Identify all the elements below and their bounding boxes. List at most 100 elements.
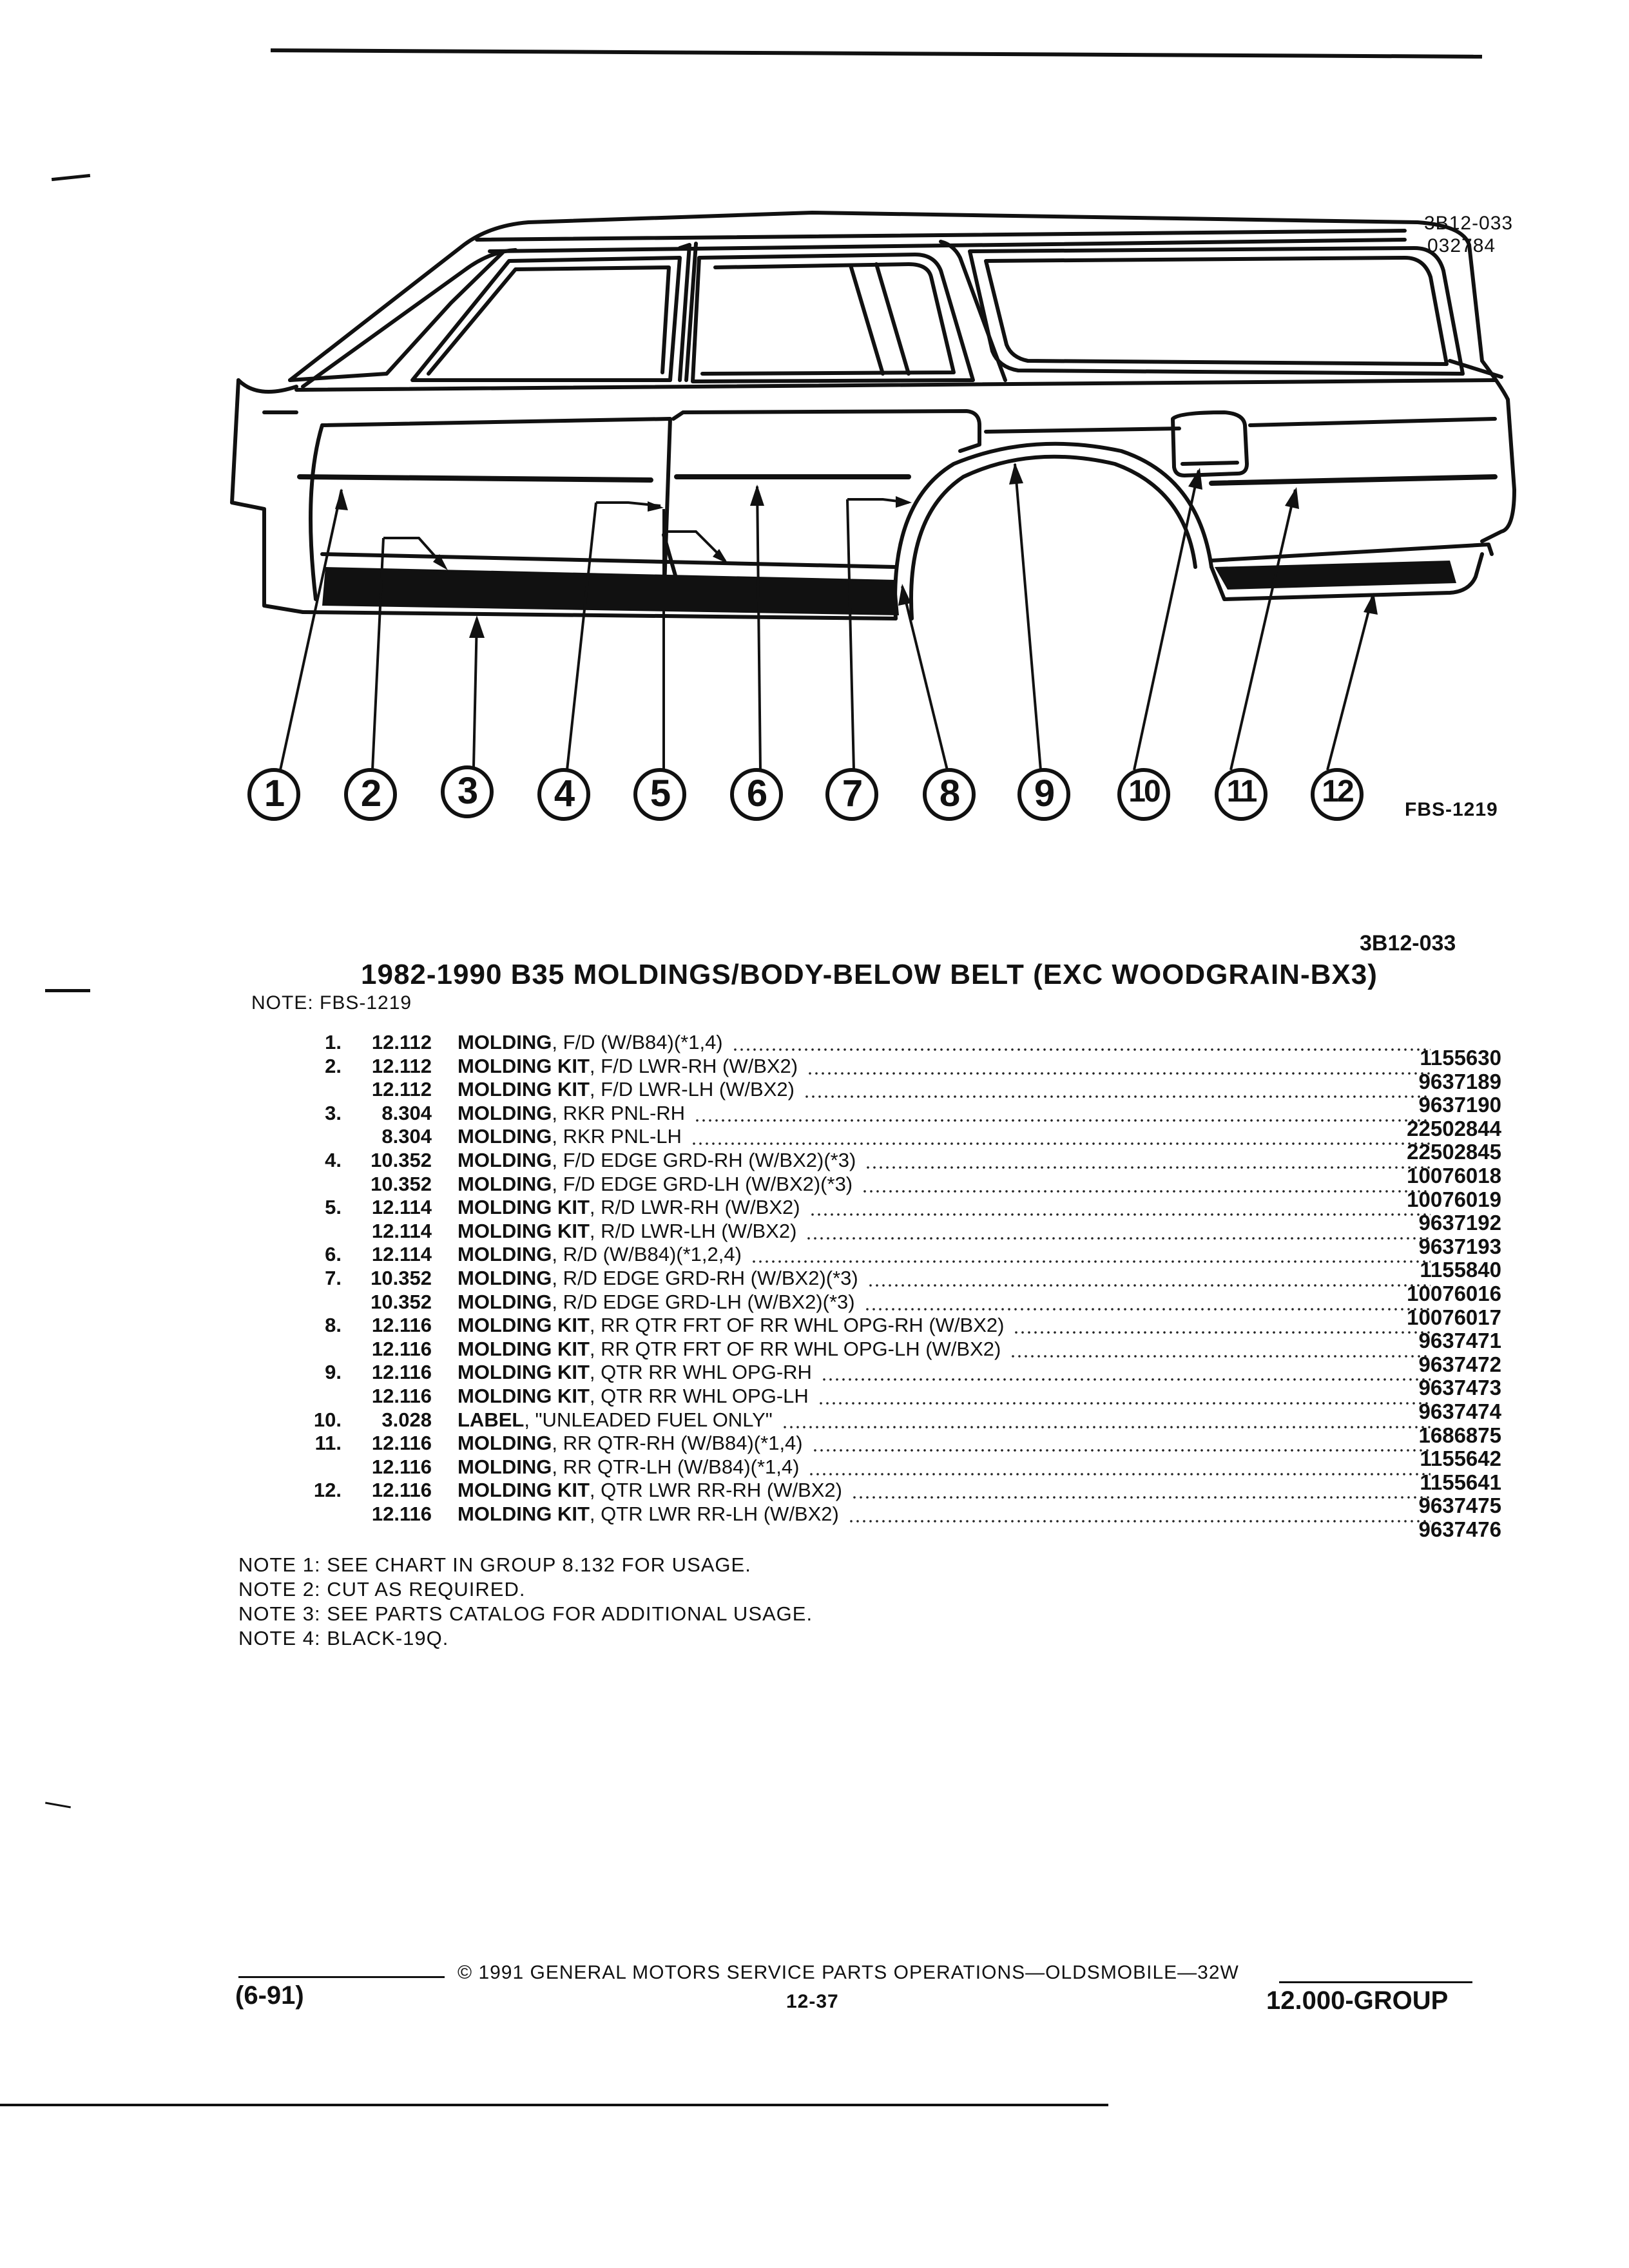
part-callout-number: 7. xyxy=(325,1266,342,1289)
part-description: MOLDING KIT, QTR LWR RR-LH (W/BX2) xyxy=(458,1503,839,1526)
part-description: MOLDING KIT, F/D LWR-LH (W/BX2) xyxy=(458,1078,795,1102)
part-detail: , "UNLEADED FUEL ONLY" xyxy=(524,1408,773,1431)
dot-leader xyxy=(751,1243,1431,1267)
part-row: 12. 12.116 MOLDING KIT, QTR LWR RR-RH (W/B… xyxy=(303,1479,1501,1517)
note-4: NOTE 4: BLACK-19Q. xyxy=(238,1627,449,1649)
part-name: MOLDING xyxy=(458,1125,552,1148)
part-detail: , QTR LWR RR-RH (W/BX2) xyxy=(589,1479,842,1502)
part-callout-number: 12. xyxy=(313,1479,342,1502)
footer-rule-left xyxy=(238,1976,445,1978)
callout-3: 3 xyxy=(457,770,479,812)
dot-leader xyxy=(809,1196,1431,1220)
part-description: MOLDING, R/D (W/B84)(*1,2,4) xyxy=(458,1243,742,1267)
part-group-number: 12.114 xyxy=(371,1219,432,1242)
part-callout-number: 10. xyxy=(313,1408,342,1431)
part-detail: , RKR PNL-LH xyxy=(552,1125,682,1148)
figure-ref: FBS-1219 xyxy=(1405,799,1498,820)
part-name: MOLDING xyxy=(458,1455,552,1478)
part-callout-number: 5. xyxy=(325,1196,342,1219)
callout-6: 6 xyxy=(746,773,768,814)
dot-leader xyxy=(1010,1337,1431,1361)
dot-leader xyxy=(691,1125,1431,1149)
part-name: MOLDING KIT xyxy=(458,1384,590,1407)
part-detail: , RKR PNL-RH xyxy=(552,1101,686,1124)
part-row: 10.352 MOLDING, R/D EDGE GRD-LH (W/BX2)(*… xyxy=(303,1290,1501,1329)
dot-leader xyxy=(848,1502,1431,1526)
part-number: 9637473 xyxy=(1418,1376,1501,1400)
part-detail: , R/D LWR-LH (W/BX2) xyxy=(589,1219,797,1242)
part-group-number: 12.116 xyxy=(371,1432,432,1455)
footer-date: (6-91) xyxy=(235,1981,304,2010)
part-group-number: 12.116 xyxy=(371,1502,432,1525)
part-group-number: 10.352 xyxy=(371,1266,432,1289)
part-detail: , F/D LWR-LH (W/BX2) xyxy=(589,1078,795,1101)
part-group-number: 3.028 xyxy=(381,1408,432,1431)
part-number: 9637192 xyxy=(1418,1211,1501,1235)
part-description: MOLDING KIT, QTR RR WHL OPG-LH xyxy=(458,1385,809,1408)
footer-group: 12.000-GROUP xyxy=(1266,1986,1449,2015)
part-detail: , QTR RR WHL OPG-RH xyxy=(589,1361,812,1384)
part-description: MOLDING KIT, R/D LWR-RH (W/BX2) xyxy=(458,1196,800,1220)
part-group-number: 8.304 xyxy=(381,1125,432,1148)
part-detail: , R/D EDGE GRD-RH (W/BX2)(*3) xyxy=(552,1266,858,1289)
part-group-number: 10.352 xyxy=(371,1290,432,1313)
part-group-number: 12.116 xyxy=(371,1337,432,1360)
dot-leader xyxy=(821,1361,1431,1385)
dot-leader xyxy=(851,1479,1431,1503)
part-detail: , R/D (W/B84)(*1,2,4) xyxy=(552,1243,742,1266)
illustration-date: 032784 xyxy=(1427,235,1496,256)
part-description: MOLDING, F/D (W/B84)(*1,4) xyxy=(458,1031,723,1055)
part-group-number: 10.352 xyxy=(371,1148,432,1171)
part-detail: , R/D EDGE GRD-LH (W/BX2)(*3) xyxy=(552,1290,855,1313)
dot-leader xyxy=(862,1172,1431,1196)
part-number: 9637190 xyxy=(1418,1093,1501,1117)
part-name: MOLDING xyxy=(458,1266,552,1289)
part-name: MOLDING xyxy=(458,1290,552,1313)
illustration-code: 3B12-033 xyxy=(1424,213,1514,234)
footer-rule-right xyxy=(1279,1981,1472,1983)
part-name: MOLDING KIT xyxy=(458,1502,590,1525)
dot-leader xyxy=(807,1054,1431,1079)
notes-block: NOTE 1: SEE CHART IN GROUP 8.132 FOR USA… xyxy=(238,1553,813,1651)
dot-leader xyxy=(805,1219,1431,1244)
part-group-number: 12.116 xyxy=(371,1384,432,1407)
part-callout-number: 6. xyxy=(325,1243,342,1266)
footer-page: 12-37 xyxy=(786,1991,839,2012)
dot-leader xyxy=(1013,1314,1431,1338)
part-description: MOLDING, R/D EDGE GRD-RH (W/BX2)(*3) xyxy=(458,1267,858,1291)
part-detail: , F/D LWR-RH (W/BX2) xyxy=(589,1054,798,1077)
part-row: 7. 10.352 MOLDING, R/D EDGE GRD-RH (W/BX2)… xyxy=(303,1266,1501,1305)
part-group-number: 12.116 xyxy=(371,1314,432,1337)
part-description: MOLDING KIT, QTR LWR RR-RH (W/BX2) xyxy=(458,1479,842,1503)
part-number: 9637193 xyxy=(1418,1234,1501,1258)
part-name: MOLDING KIT xyxy=(458,1054,590,1077)
part-description: MOLDING, F/D EDGE GRD-RH (W/BX2)(*3) xyxy=(458,1149,856,1173)
part-callout-number: 9. xyxy=(325,1361,342,1384)
note-1: NOTE 1: SEE CHART IN GROUP 8.132 FOR USA… xyxy=(238,1553,751,1576)
part-number: 9637475 xyxy=(1418,1494,1501,1518)
part-name: MOLDING xyxy=(458,1243,552,1266)
part-detail: , F/D EDGE GRD-LH (W/BX2)(*3) xyxy=(552,1172,853,1195)
part-callout-number: 1. xyxy=(325,1031,342,1053)
dot-leader xyxy=(782,1408,1431,1432)
dot-leader xyxy=(818,1384,1431,1408)
part-number: 1155630 xyxy=(1420,1046,1501,1070)
part-group-number: 12.116 xyxy=(371,1479,432,1502)
part-group-number: 12.116 xyxy=(371,1455,432,1478)
part-row: 12.116 MOLDING KIT, QTR LWR RR-LH (W/BX2)… xyxy=(303,1502,1501,1541)
section-code: 3B12-033 xyxy=(1360,931,1456,956)
margin-mark xyxy=(45,1802,71,1809)
